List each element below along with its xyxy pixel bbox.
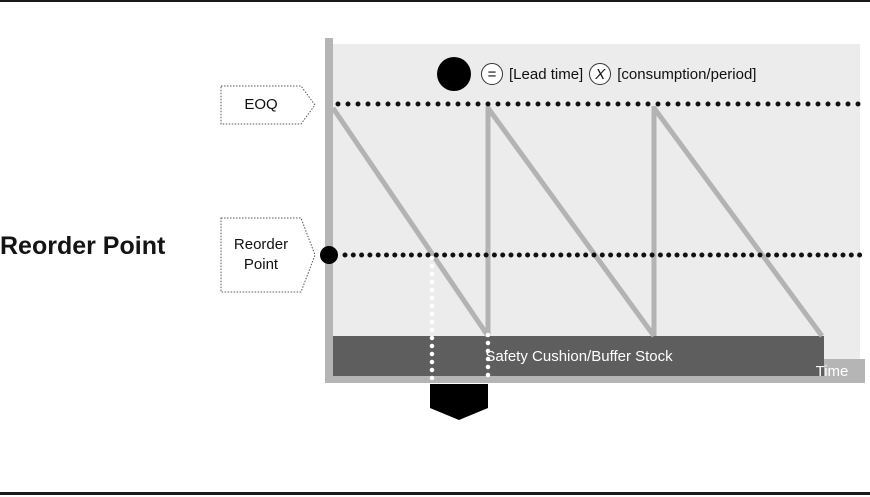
inventory-sawtooth [330,106,825,338]
depletion-line-2 [485,106,657,338]
lead-time-pointer [430,384,488,420]
multiply-icon: X [589,63,612,85]
buffer-stock-band [333,336,824,376]
equals-icon: = [481,63,503,85]
top-rule [0,0,870,2]
eoq-tag-shape [220,85,316,125]
depletion-line-3 [651,106,825,338]
eoq-tag: EOQ [221,86,301,124]
consumption-term: [consumption/period] [617,65,757,83]
reorder-point-dot-icon [437,57,471,91]
time-axis-label: Time [815,362,849,380]
page-title: Reorder Point [0,232,166,260]
reorder-point-tag: Reorder Point [221,218,301,292]
eoq-tag-label: EOQ [244,96,278,113]
buffer-stock-label: Safety Cushion/Buffer Stock [485,347,673,365]
x-axis [325,375,800,383]
reorder-tag-line-2: Point [243,256,279,273]
bottom-rule [0,492,870,495]
reorder-tag-line-1: Reorder [233,236,289,253]
lead-time-term: [Lead time] [509,65,584,83]
reorder-point-marker [320,246,338,264]
reorder-tag-shape [220,217,316,293]
y-axis [325,38,333,383]
reorder-formula-legend: = [Lead time] X [consumption/period] [437,57,756,91]
depletion-line-1 [330,106,491,338]
chart-background [332,44,860,376]
